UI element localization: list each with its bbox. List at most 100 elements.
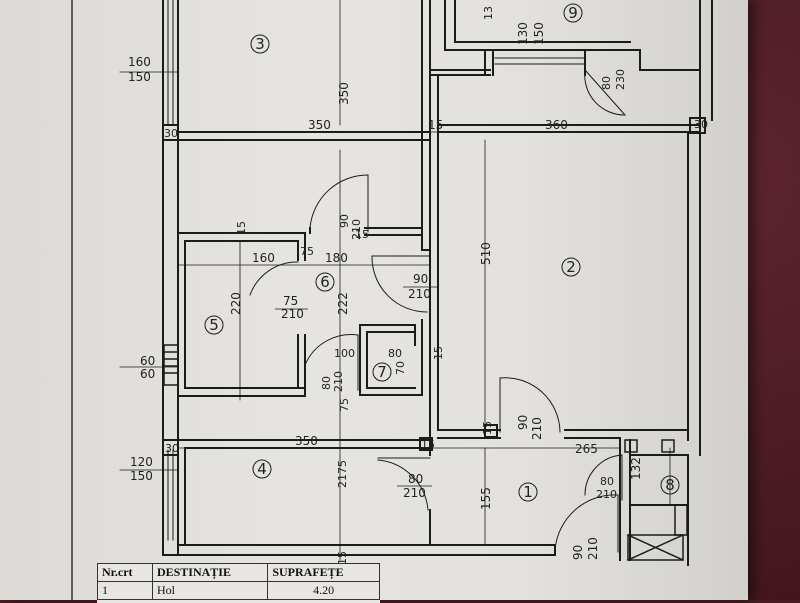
dim-350-row1: 350 (308, 118, 331, 132)
room-9-circle (563, 3, 583, 23)
room-3-label: 3 (255, 35, 265, 53)
dim-13: 13 (482, 6, 495, 20)
room-4-walls (162, 424, 498, 546)
dim-90-2: 90 (413, 272, 428, 286)
dim-150-9: 150 (532, 22, 546, 45)
table-header-row: Nr.crt DESTINAȚIE SUPRAFEȚE (97, 563, 380, 582)
dim-350-row4: 350 (295, 434, 318, 448)
dim-90-bot: 90 (571, 545, 585, 560)
dim-350-top: 350 (337, 82, 351, 105)
dim-150-4: 150 (130, 469, 153, 483)
dim-210-8: 210 (596, 488, 617, 501)
room-3-circle (250, 34, 270, 54)
room-5-label: 5 (209, 316, 219, 334)
room-5-circle (204, 315, 224, 335)
dim-30-b: 30 (694, 118, 708, 131)
dim-210-5: 210 (281, 307, 304, 321)
dim-150-top: 150 (128, 70, 151, 84)
dim-75-vert: 75 (338, 398, 351, 412)
col-destinatie: DESTINAȚIE (151, 563, 269, 582)
dim-75-small: 75 (300, 245, 314, 258)
window-room-4 (167, 449, 174, 541)
dim-15-f: 15 (481, 421, 494, 435)
room-9-walls (444, 0, 713, 441)
dim-360: 360 (545, 118, 568, 132)
door-entrance (554, 494, 619, 553)
dim-160-top: 160 (128, 55, 151, 69)
window-room-5 (163, 344, 179, 386)
window-room-3 (167, 0, 174, 126)
room-8-label: 8 (665, 476, 675, 494)
room-4-circle (252, 459, 272, 479)
wall-room-3-right (421, 0, 491, 251)
room-6-circle (315, 272, 335, 292)
door-room-8 (584, 454, 623, 501)
room-1-circle (518, 482, 538, 502)
dim-120: 120 (130, 455, 153, 469)
table-row: 1 Hol 4.20 (97, 581, 380, 600)
dim-210-vert: 210 (332, 371, 345, 392)
door-room-9 (494, 57, 626, 116)
door-room-2-lower (499, 377, 561, 433)
row-destinatie: Hol (151, 581, 269, 600)
room-1-label: 1 (523, 483, 533, 501)
room-6-walls (309, 227, 431, 251)
dim-80-7: 80 (388, 347, 402, 360)
dim-220: 220 (229, 292, 243, 315)
dim-2175: 2175 (336, 460, 349, 488)
dim-100: 100 (334, 347, 355, 360)
dim-210-6: 210 (350, 219, 363, 240)
dim-265: 265 (575, 442, 598, 456)
dim-30-c: 30 (165, 442, 179, 455)
col-nr: Nr.crt (97, 563, 153, 582)
dimension-lines (119, 0, 701, 561)
dim-60: 60 (140, 354, 155, 368)
col-suprafete: SUPRAFEȚE (267, 563, 380, 582)
dim-210-r: 210 (530, 417, 544, 440)
dim-15-c: 15 (235, 221, 248, 235)
room-7-label: 7 (377, 363, 387, 381)
dim-80-8: 80 (600, 475, 614, 488)
dim-15-e: 15 (421, 438, 435, 451)
dim-180: 180 (325, 251, 348, 265)
dim-210-4: 210 (403, 486, 426, 500)
paper-sheet (0, 0, 748, 600)
room-6-label: 6 (320, 273, 330, 291)
dim-210-2: 210 (408, 287, 431, 301)
dim-80-vert: 80 (320, 376, 333, 390)
row-nr: 1 (97, 581, 153, 600)
dim-15-bot: 15 (336, 551, 349, 565)
dim-80-4: 80 (408, 472, 423, 486)
room-2-walls (429, 131, 701, 456)
dim-510: 510 (479, 242, 493, 265)
dim-15-b: 15 (355, 228, 369, 241)
dim-132: 132 (629, 457, 643, 480)
dim-90-r: 90 (516, 415, 530, 430)
dim-15-a: 15 (428, 118, 443, 132)
dim-15-d: 15 (432, 346, 445, 360)
row-suprafete: 4.20 (267, 581, 380, 600)
dim-70: 70 (394, 361, 407, 375)
door-room-2-left (371, 255, 431, 313)
room-2-circle (561, 257, 581, 277)
room-4-label: 4 (257, 460, 267, 478)
room-1-walls (429, 439, 689, 566)
door-room-7 (304, 334, 359, 391)
dim-210-bot: 210 (586, 537, 600, 560)
dim-160-5: 160 (252, 251, 275, 265)
destination-table: Nr.crt DESTINAȚIE SUPRAFEȚE 1 Hol 4.20 (97, 563, 380, 600)
room-8-circle (660, 475, 680, 495)
door-room-5 (249, 261, 299, 296)
dim-30-a: 30 (164, 127, 178, 140)
dim-130: 130 (516, 22, 530, 45)
dim-155: 155 (479, 487, 493, 510)
dim-90-6: 90 (338, 214, 351, 228)
room-9-label: 9 (568, 4, 578, 22)
room-2-label: 2 (566, 258, 576, 276)
exterior-wall-left (162, 0, 431, 556)
door-room-4 (377, 457, 431, 511)
room-7-walls (359, 319, 423, 396)
dim-222: 222 (336, 292, 350, 315)
area-table: Nr.crt DESTINAȚIE SUPRAFEȚE 1 Hol 4.20 (97, 563, 380, 603)
